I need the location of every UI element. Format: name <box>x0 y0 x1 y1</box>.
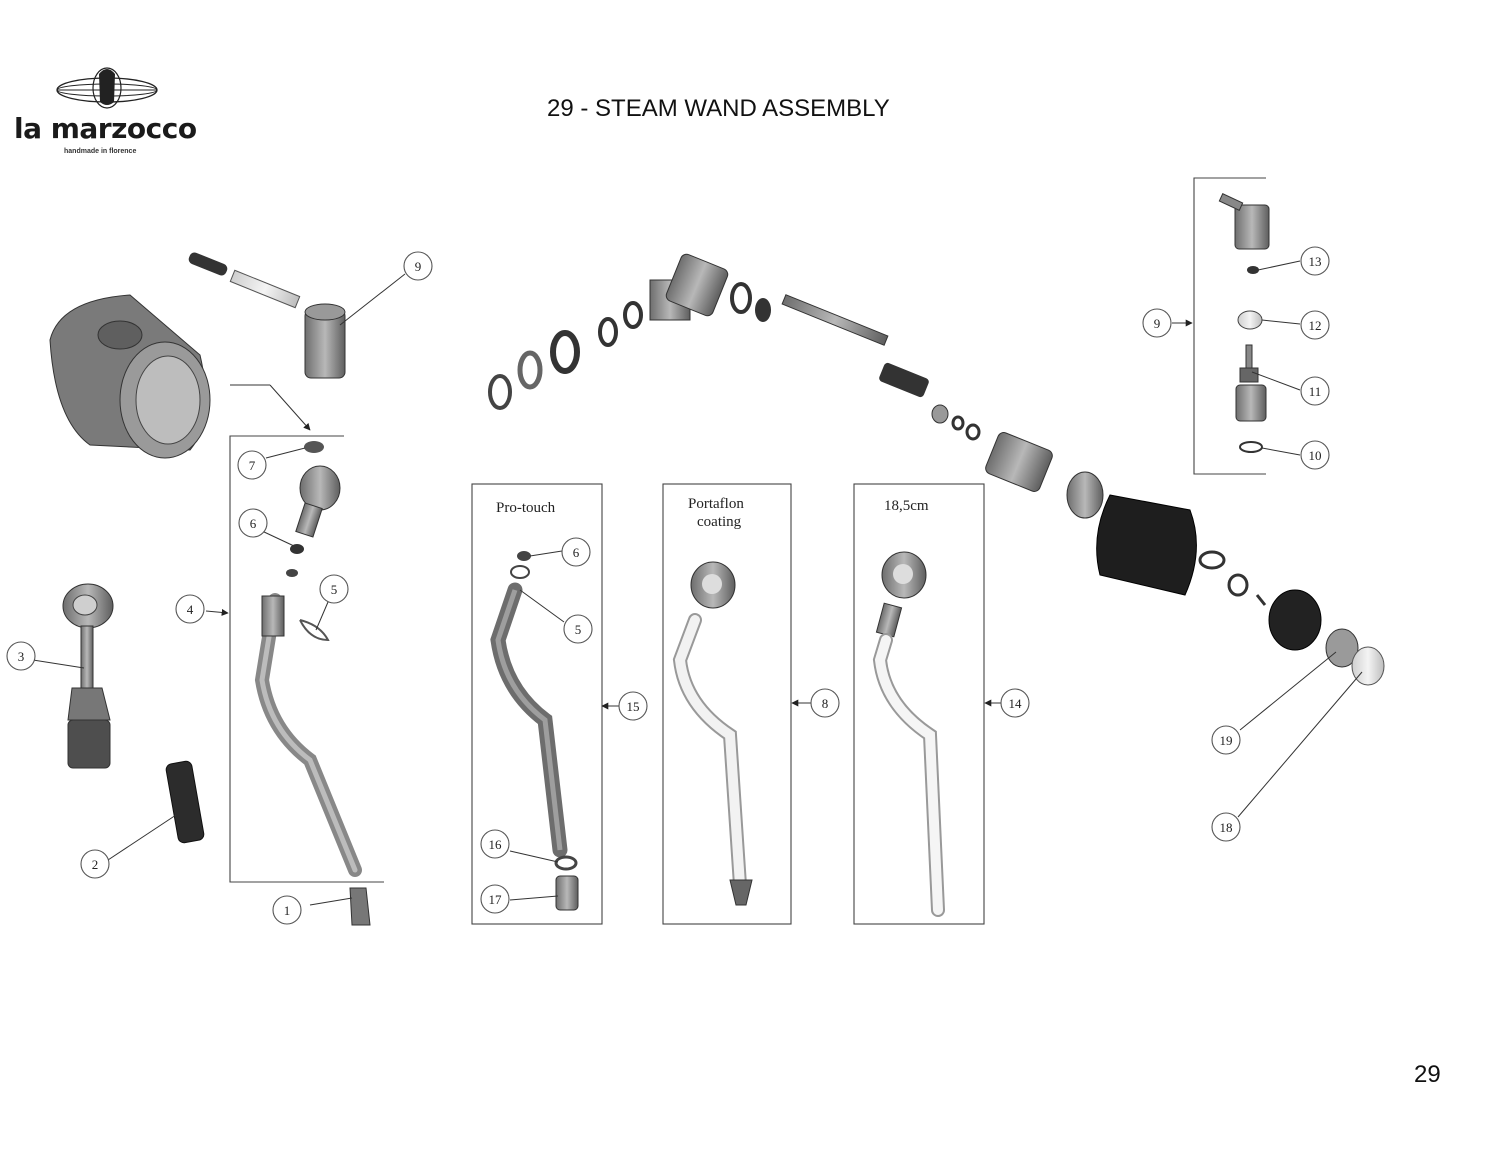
svg-text:8: 8 <box>822 696 829 711</box>
globe-lion-icon <box>56 67 158 109</box>
callout-10: 10 <box>1300 440 1330 470</box>
page-title: 29 - STEAM WAND ASSEMBLY <box>547 95 890 122</box>
svg-text:14: 14 <box>1009 696 1023 711</box>
callout-4: 4 <box>175 594 205 624</box>
steam-arm-part <box>62 583 114 769</box>
valve-detail-parts <box>1218 193 1270 453</box>
portaflon-label-line1: Portaflon <box>688 496 744 512</box>
callout-6-pro-touch: 6 <box>561 537 591 567</box>
svg-text:4: 4 <box>187 602 194 617</box>
callout-18: 18 <box>1211 812 1241 842</box>
callout-11: 11 <box>1300 376 1330 406</box>
svg-text:11: 11 <box>1309 384 1322 399</box>
assembly-frame-4 <box>229 435 384 883</box>
standard-wand <box>872 551 945 917</box>
callout-9-top: 9 <box>403 251 433 281</box>
svg-text:13: 13 <box>1309 254 1322 269</box>
callout-7: 7 <box>237 450 267 480</box>
svg-text:19: 19 <box>1220 733 1233 748</box>
svg-text:15: 15 <box>627 699 640 714</box>
callout-2: 2 <box>80 849 110 879</box>
callout-16: 16 <box>480 829 510 859</box>
callout-15: 15 <box>618 691 648 721</box>
svg-text:2: 2 <box>92 857 99 872</box>
portaflon-label-line2: coating <box>697 514 742 530</box>
sleeve-part <box>165 760 205 844</box>
callout-5: 5 <box>319 574 349 604</box>
svg-text:7: 7 <box>249 458 256 473</box>
la-marzocco-logo: la marzocco handmade in florence <box>12 62 202 162</box>
arrow-to-frame-4 <box>269 384 311 431</box>
steam-valve-stem-part <box>188 252 346 379</box>
steam-valve-exploded-parts <box>488 253 1385 686</box>
callout-13: 13 <box>1300 246 1330 276</box>
brand-tagline: handmade in florence <box>64 148 137 155</box>
svg-text:17: 17 <box>489 892 503 907</box>
callout-9-detail: 9 <box>1142 308 1172 338</box>
valve-body-housing <box>49 294 211 459</box>
leader-lines <box>32 260 1363 906</box>
callout-19: 19 <box>1211 725 1241 755</box>
pro-touch-label: Pro-touch <box>496 500 556 516</box>
portaflon-frame <box>662 483 792 925</box>
svg-text:16: 16 <box>489 837 503 852</box>
length-label: 18,5cm <box>884 498 929 514</box>
callout-6: 6 <box>238 508 268 538</box>
svg-text:9: 9 <box>1154 316 1161 331</box>
svg-text:12: 12 <box>1309 318 1322 333</box>
svg-text:18: 18 <box>1220 820 1233 835</box>
svg-text:10: 10 <box>1309 448 1322 463</box>
detail-frame-9 <box>1193 177 1266 475</box>
callout-3: 3 <box>6 641 36 671</box>
svg-text:5: 5 <box>575 622 582 637</box>
svg-text:5: 5 <box>331 582 338 597</box>
svg-text:6: 6 <box>250 516 257 531</box>
brand-name: la marzocco <box>14 112 197 145</box>
svg-text:1: 1 <box>284 903 291 918</box>
callout-1: 1 <box>272 895 302 925</box>
page-number: 29 <box>1414 1061 1441 1088</box>
svg-text:3: 3 <box>18 649 25 664</box>
svg-text:9: 9 <box>415 259 422 274</box>
callout-8: 8 <box>810 688 840 718</box>
length-185-frame <box>853 483 985 925</box>
wand-frame-4-parts <box>254 441 371 926</box>
callout-5-pro-touch: 5 <box>563 614 593 644</box>
svg-text:6: 6 <box>573 545 580 560</box>
callout-14: 14 <box>1000 688 1030 718</box>
pro-touch-wand <box>490 551 579 911</box>
callout-12: 12 <box>1300 310 1330 340</box>
portaflon-wand <box>672 561 753 906</box>
callout-17: 17 <box>480 884 510 914</box>
